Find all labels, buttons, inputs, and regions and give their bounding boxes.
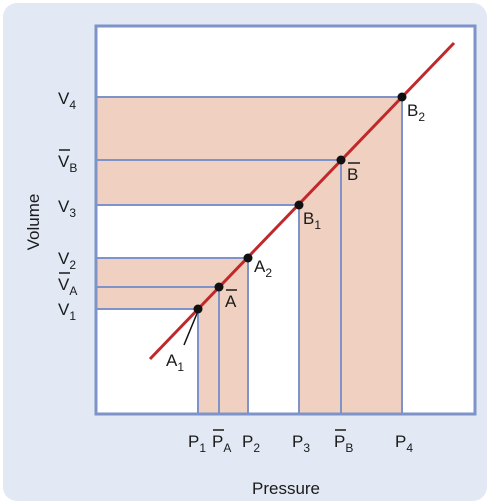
point-abar	[214, 282, 224, 292]
point-b1	[294, 200, 304, 210]
y-tick-labels: V4 VB V3 V2 VA V1	[58, 89, 77, 323]
xtick-p3: P3	[292, 432, 310, 455]
ytick-v4: V4	[58, 89, 76, 112]
label-abar: A	[225, 292, 237, 311]
strip-p3-p4	[299, 97, 402, 414]
ytick-v1: V1	[58, 300, 76, 323]
point-a1	[193, 304, 203, 314]
plot-frame	[94, 24, 477, 416]
xtick-p1: P1	[188, 432, 206, 455]
xtick-p4: P4	[395, 432, 413, 455]
reference-lines	[96, 96, 403, 414]
ytick-v2: V2	[58, 249, 76, 272]
point-b2	[397, 92, 407, 102]
x-tick-labels: P1 PA P2 P3 PB P4	[188, 429, 413, 455]
xtick-pa: PA	[212, 432, 231, 455]
ytick-vb: VB	[58, 152, 77, 175]
point-a2	[243, 253, 253, 263]
label-a2: A2	[254, 257, 272, 280]
point-labels: A1 A A2 B1 B B2	[166, 101, 425, 374]
label-a1: A1	[166, 351, 184, 374]
label-bbar: B	[347, 165, 358, 184]
ytick-va: VA	[58, 275, 77, 298]
xtick-p2: P2	[242, 432, 260, 455]
x-axis-title: Pressure	[252, 479, 320, 498]
label-b1: B1	[303, 209, 321, 232]
a1-leader-line	[183, 310, 199, 346]
data-points	[193, 92, 407, 314]
ytick-v3: V3	[58, 197, 76, 220]
point-bbar	[336, 155, 346, 165]
y-axis-title: Volume	[24, 194, 43, 251]
xtick-pb: PB	[334, 432, 353, 455]
label-b2: B2	[407, 101, 425, 124]
